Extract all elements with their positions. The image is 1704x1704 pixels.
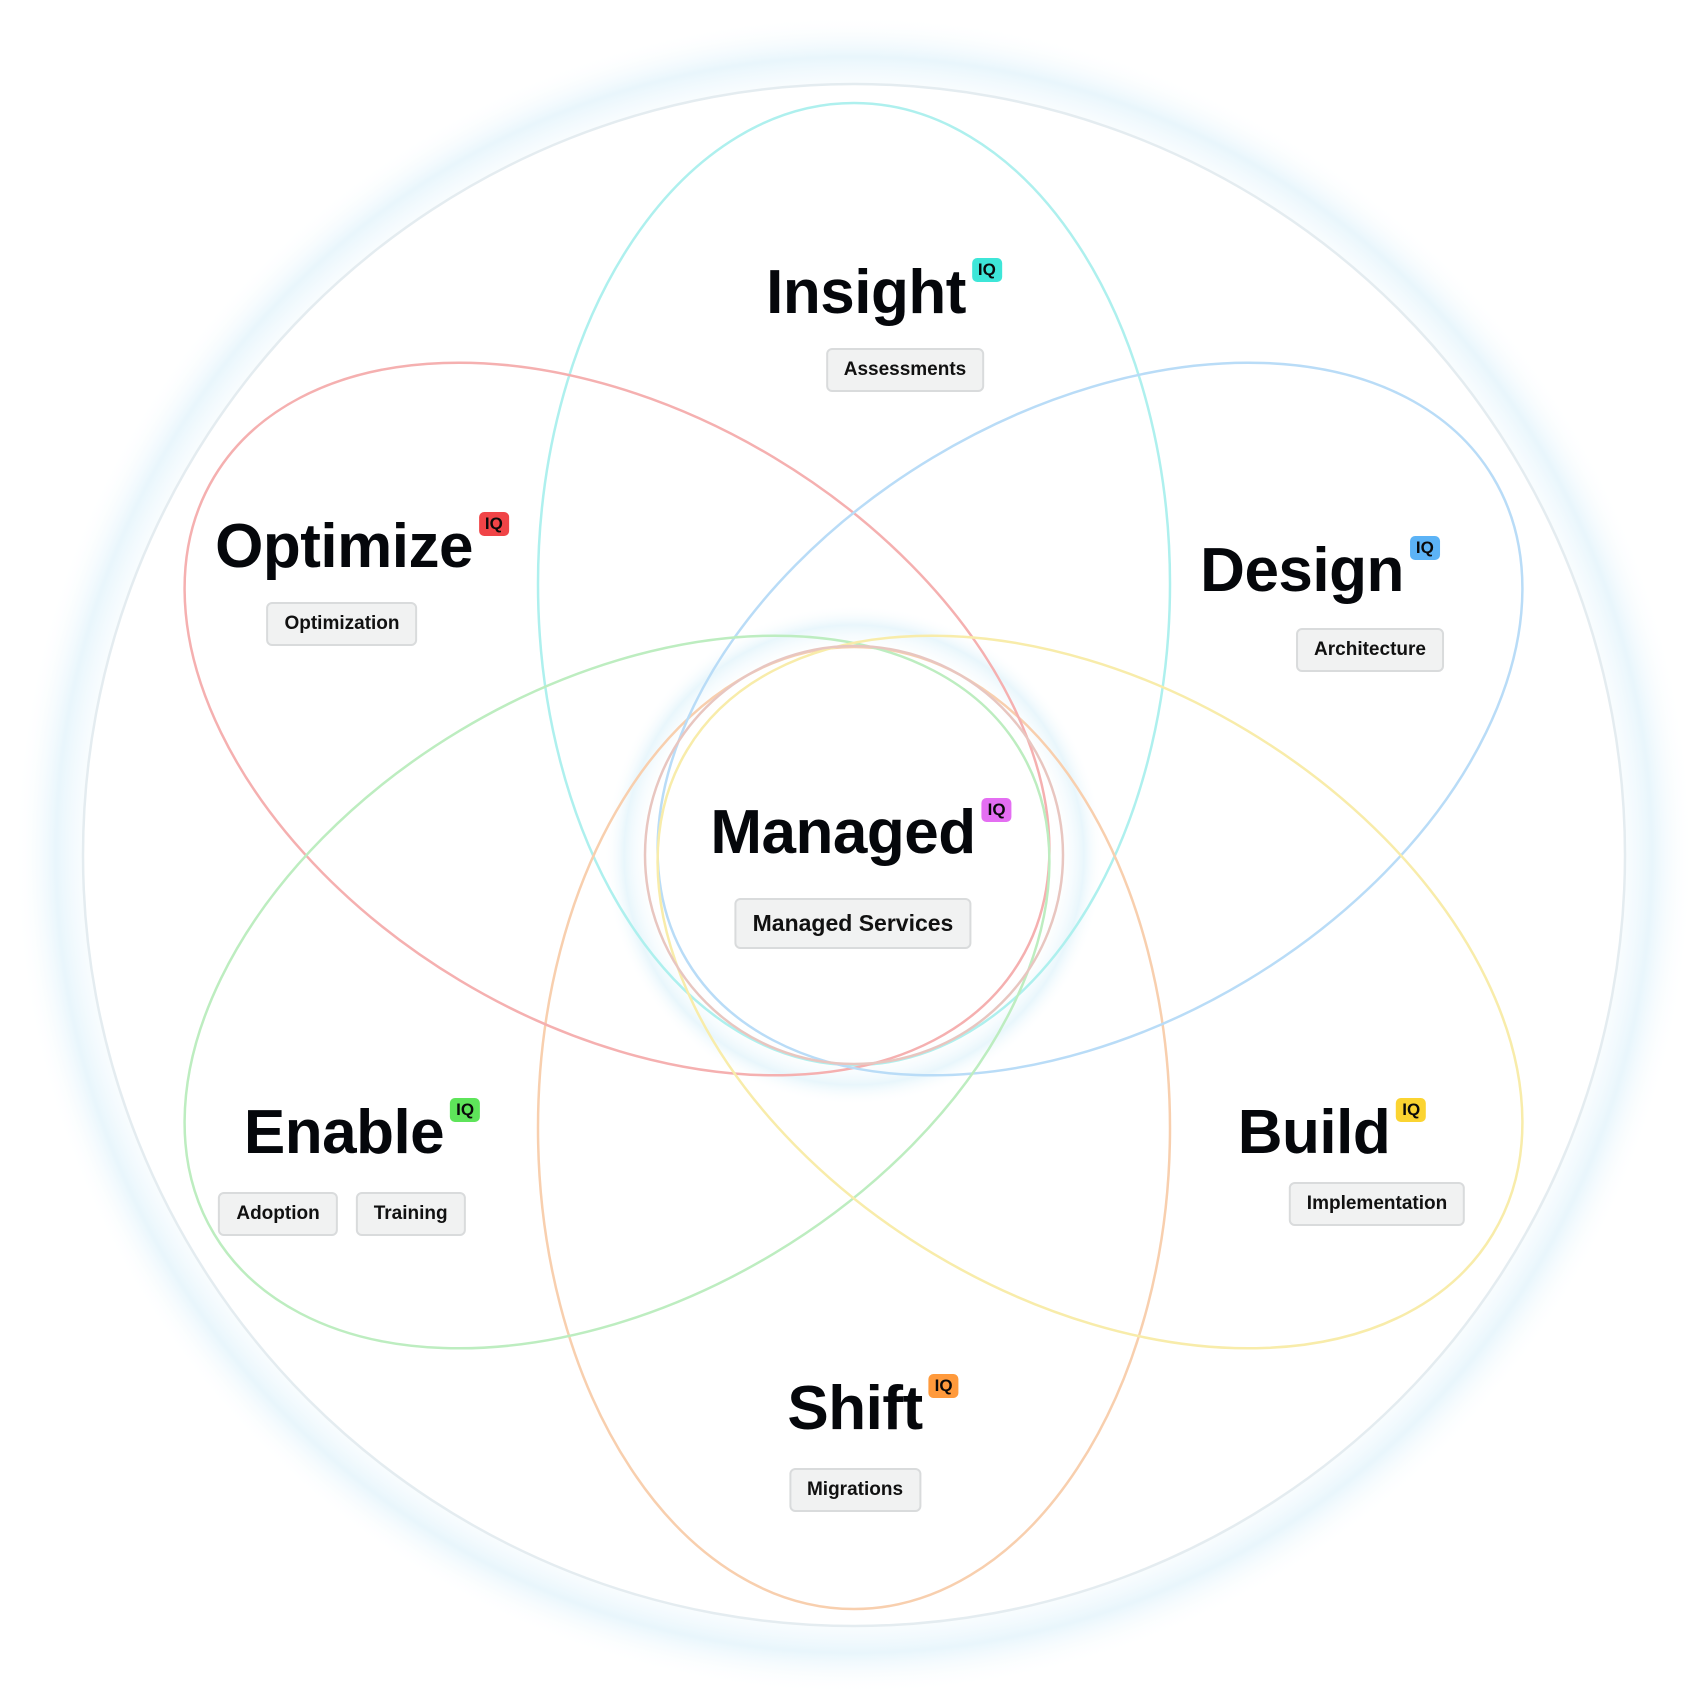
tag-managed-services[interactable]: Managed Services xyxy=(734,898,972,949)
tag-adoption[interactable]: Adoption xyxy=(218,1192,338,1236)
insight-iq-badge: IQ xyxy=(971,258,1002,282)
design-iq-badge: IQ xyxy=(1409,536,1440,560)
shift-title: Shift xyxy=(787,1374,923,1443)
build-title: Build xyxy=(1237,1098,1391,1167)
center-ring xyxy=(643,644,1065,1066)
tag-architecture[interactable]: Architecture xyxy=(1296,628,1444,672)
petal-enable xyxy=(183,634,1051,1350)
enable-title: Enable xyxy=(243,1098,445,1167)
tag-implementation[interactable]: Implementation xyxy=(1288,1182,1466,1226)
node-optimize: Optimize IQ Optimization xyxy=(215,512,509,646)
design-title: Design xyxy=(1200,536,1404,605)
node-enable: Enable IQ Adoption Training xyxy=(218,1098,481,1236)
managed-iq-badge: IQ xyxy=(981,798,1012,822)
insight-title: Insight xyxy=(766,258,966,327)
managed-title: Managed xyxy=(710,798,976,867)
tag-optimization[interactable]: Optimization xyxy=(266,602,418,646)
optimize-title: Optimize xyxy=(215,512,473,581)
node-managed: Managed IQ Managed Services xyxy=(710,798,1012,949)
node-build: Build IQ Implementation xyxy=(1199,1098,1466,1226)
tag-assessments[interactable]: Assessments xyxy=(825,348,985,392)
node-design: Design IQ Architecture xyxy=(1196,536,1444,672)
center-halo xyxy=(604,605,1104,1105)
petal-optimize xyxy=(183,361,1051,1077)
node-insight: Insight IQ Assessments xyxy=(766,258,1002,392)
tag-training[interactable]: Training xyxy=(355,1192,466,1236)
shift-iq-badge: IQ xyxy=(928,1374,959,1398)
petal-design xyxy=(656,361,1524,1077)
build-iq-badge: IQ xyxy=(1396,1098,1427,1122)
node-shift: Shift IQ Migrations xyxy=(787,1374,959,1512)
tag-migrations[interactable]: Migrations xyxy=(788,1468,922,1512)
petal-build xyxy=(656,634,1524,1350)
enable-iq-badge: IQ xyxy=(450,1098,481,1122)
optimize-iq-badge: IQ xyxy=(478,512,509,536)
